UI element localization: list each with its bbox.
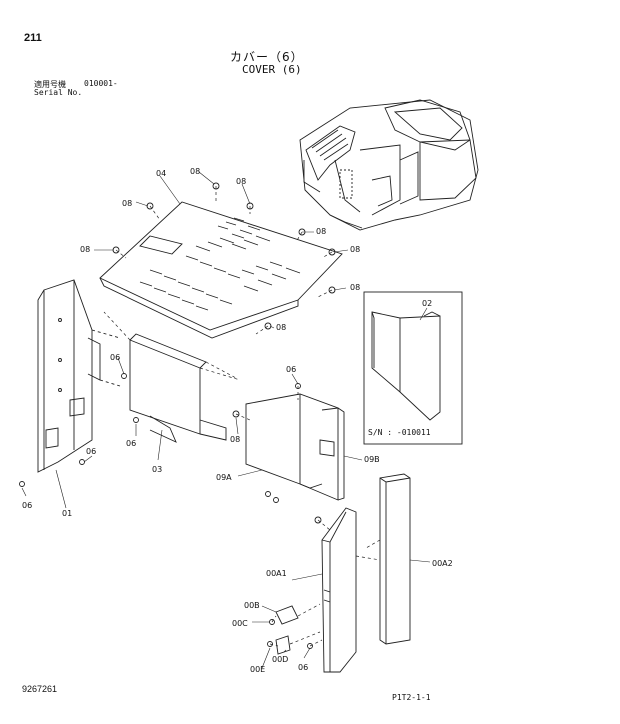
- part-labels: 04 08 08 08 08 08 08 08 08 08 06 06 06 0…: [22, 167, 453, 674]
- label-08: 08: [350, 283, 360, 292]
- serial-value: 010001-: [84, 79, 118, 88]
- assembly-lines: [103, 186, 381, 647]
- part-04-top-cover: [99, 201, 343, 339]
- label-04: 04: [156, 169, 166, 178]
- part-00E-bolt: [267, 641, 273, 647]
- label-00C: 00C: [232, 619, 248, 628]
- label-09B: 09B: [364, 455, 380, 464]
- label-08: 08: [316, 227, 326, 236]
- inset-label-02: 02: [422, 299, 432, 308]
- label-06: 06: [110, 353, 120, 362]
- page-number: 211: [24, 32, 42, 44]
- label-06: 06: [298, 663, 308, 672]
- label-00A1: 00A1: [266, 569, 287, 578]
- label-08: 08: [190, 167, 200, 176]
- label-08: 08: [276, 323, 286, 332]
- part-03-bracket: [129, 333, 227, 443]
- serial-label-english: Serial No.: [34, 88, 83, 97]
- label-00A2: 00A2: [432, 559, 453, 568]
- part-00A1-post: [321, 507, 357, 673]
- label-06: 06: [86, 447, 96, 456]
- part-09A-09B-panel: [245, 393, 345, 501]
- label-00B: 00B: [244, 601, 260, 610]
- leader-lines: [21, 171, 431, 669]
- document-number: 9267261: [22, 684, 58, 694]
- label-06: 06: [22, 501, 32, 510]
- label-06: 06: [286, 365, 296, 374]
- label-01: 01: [62, 509, 72, 518]
- part-00A2-bar: [379, 473, 411, 645]
- machine-overview-illustration: [299, 99, 479, 231]
- label-00E: 00E: [250, 665, 265, 674]
- part-00B-plate: [275, 605, 299, 625]
- label-06: 06: [126, 439, 136, 448]
- title-english: COVER (6): [242, 63, 302, 76]
- label-03: 03: [152, 465, 162, 474]
- label-08: 08: [236, 177, 246, 186]
- bolt-08-group: [112, 182, 336, 524]
- label-08: 08: [80, 245, 90, 254]
- inset-serial-text: S/N : -010011: [368, 428, 431, 437]
- part-01-side-panel: [37, 279, 121, 473]
- part-00D-clip: [275, 635, 291, 655]
- title-japanese: カバー（6）: [230, 50, 304, 64]
- serial-label-japanese: 適用号機: [34, 80, 66, 89]
- footer-code: P1T2-1-1: [392, 693, 431, 702]
- label-00D: 00D: [272, 655, 288, 664]
- inset-serial-box: [363, 291, 463, 445]
- label-08: 08: [350, 245, 360, 254]
- label-08: 08: [230, 435, 240, 444]
- label-09A: 09A: [216, 473, 232, 482]
- label-08: 08: [122, 199, 132, 208]
